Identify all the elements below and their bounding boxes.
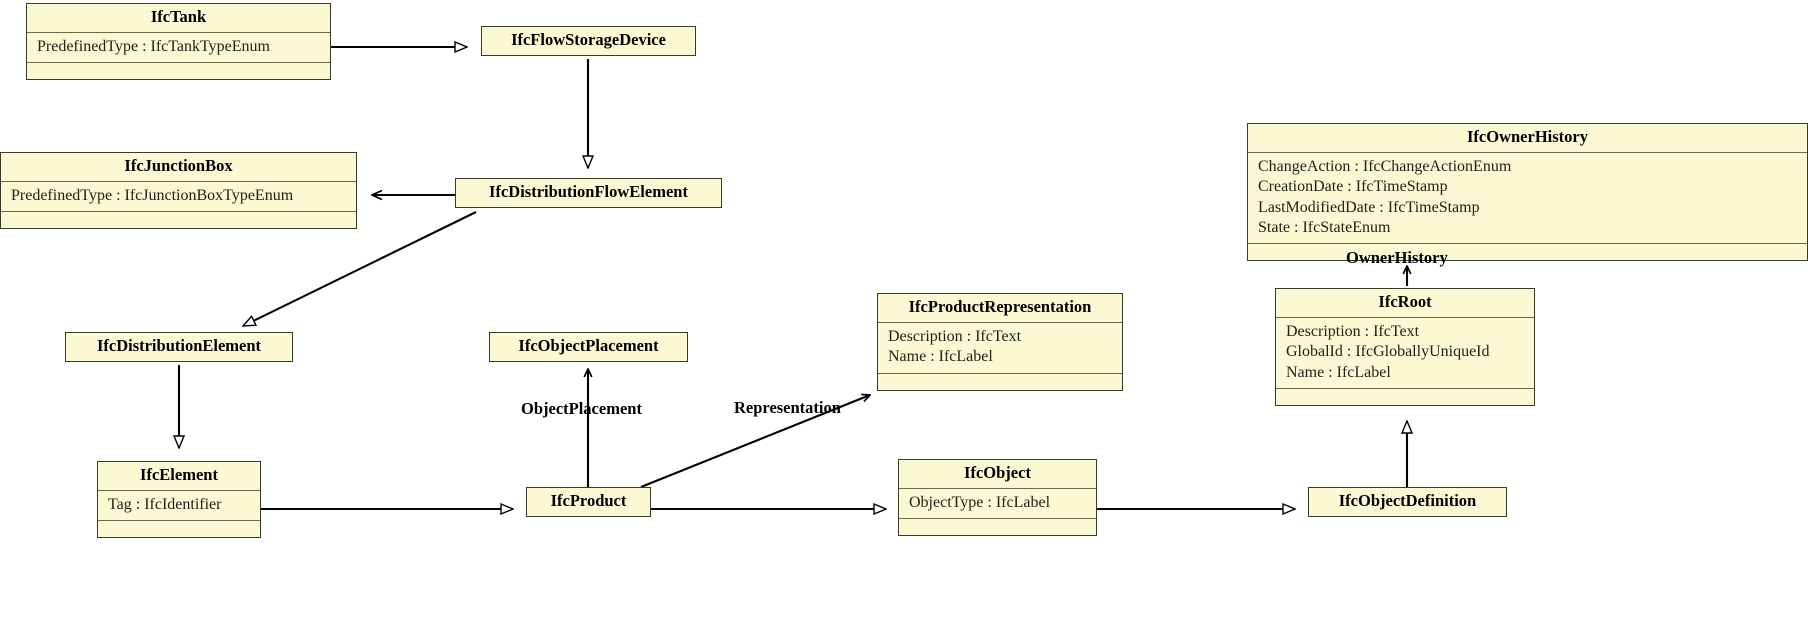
compartment-divider: [878, 372, 1122, 374]
compartment-divider: [98, 520, 260, 522]
attribute-row: PredefinedType : IfcTankTypeEnum: [37, 37, 270, 55]
class-name: IfcOwnerHistory: [1467, 127, 1588, 146]
class-operations: [1248, 244, 1807, 260]
uml-class-ifcobjectplacement[interactable]: IfcObjectPlacement: [489, 332, 688, 362]
compartment-divider: [98, 489, 260, 491]
uml-class-ifcdistributionelement[interactable]: IfcDistributionElement: [65, 332, 293, 362]
uml-class-ifcdistributionflowelement[interactable]: IfcDistributionFlowElement: [455, 178, 722, 208]
class-name: IfcElement: [140, 465, 218, 484]
edge-label-representation: Representation: [734, 398, 841, 417]
class-attributes: ChangeAction : IfcChangeActionEnum Creat…: [1248, 153, 1807, 243]
attribute-row: Name : IfcLabel: [1286, 363, 1391, 381]
attribute-row: PredefinedType : IfcJunctionBoxTypeEnum: [11, 186, 294, 204]
uml-class-ifcelement[interactable]: IfcElement Tag : IfcIdentifier: [97, 461, 261, 539]
uml-class-ifcobjectdefinition[interactable]: IfcObjectDefinition: [1308, 487, 1507, 517]
attribute-row: Description : IfcText: [888, 327, 1022, 345]
class-attributes: Description : IfcText Name : IfcLabel: [878, 323, 1122, 373]
uml-class-ifcjunctionbox[interactable]: IfcJunctionBox PredefinedType : IfcJunct…: [0, 152, 357, 230]
compartment-divider: [27, 31, 330, 33]
class-operations: [1, 212, 356, 228]
class-name: IfcDistributionElement: [96, 336, 262, 355]
compartment-divider: [878, 321, 1122, 323]
edge-label-object-placement: ObjectPlacement: [521, 399, 642, 418]
class-name: IfcTank: [150, 7, 207, 26]
uml-class-ifcflowstoragedevice[interactable]: IfcFlowStorageDevice: [481, 26, 696, 56]
class-name: IfcFlowStorageDevice: [511, 30, 666, 49]
compartment-divider: [1276, 387, 1534, 389]
compartment-divider: [1248, 151, 1807, 153]
attribute-row: ObjectType : IfcLabel: [909, 493, 1051, 511]
attribute-row: Description : IfcText: [1286, 322, 1420, 340]
attribute-row: ChangeAction : IfcChangeActionEnum: [1258, 157, 1512, 175]
compartment-divider: [1248, 243, 1807, 245]
attribute-row: Tag : IfcIdentifier: [108, 495, 222, 513]
class-name: IfcDistributionFlowElement: [489, 182, 688, 201]
class-name: IfcObjectPlacement: [518, 336, 659, 355]
compartment-divider: [27, 62, 330, 64]
uml-class-ifcproductrepresentation[interactable]: IfcProductRepresentation Description : I…: [877, 293, 1123, 391]
uml-class-ifcownerhistory[interactable]: IfcOwnerHistory ChangeAction : IfcChange…: [1247, 123, 1808, 262]
compartment-divider: [899, 487, 1096, 489]
class-name: IfcObjectDefinition: [1338, 491, 1477, 510]
class-operations: [98, 521, 260, 537]
class-attributes: ObjectType : IfcLabel: [899, 489, 1096, 518]
uml-class-ifcproduct[interactable]: IfcProduct: [526, 487, 651, 517]
class-attributes: Tag : IfcIdentifier: [98, 491, 260, 520]
class-attributes: PredefinedType : IfcTankTypeEnum: [27, 33, 330, 62]
class-name: IfcRoot: [1378, 292, 1432, 311]
compartment-divider: [1276, 316, 1534, 318]
compartment-divider: [1, 211, 356, 213]
class-name: IfcProductRepresentation: [908, 297, 1092, 316]
attribute-row: Name : IfcLabel: [888, 348, 993, 366]
class-operations: [899, 519, 1096, 535]
class-operations: [1276, 389, 1534, 405]
class-operations: [878, 374, 1122, 390]
attribute-row: GlobalId : IfcGloballyUniqueId: [1286, 343, 1490, 361]
compartment-divider: [1, 180, 356, 182]
class-attributes: Description : IfcText GlobalId : IfcGlob…: [1276, 318, 1534, 388]
attribute-row: State : IfcStateEnum: [1258, 218, 1391, 236]
class-attributes: PredefinedType : IfcJunctionBoxTypeEnum: [1, 182, 356, 211]
uml-class-ifcroot[interactable]: IfcRoot Description : IfcText GlobalId :…: [1275, 288, 1535, 406]
uml-class-ifcobject[interactable]: IfcObject ObjectType : IfcLabel: [898, 459, 1097, 537]
attribute-row: LastModifiedDate : IfcTimeStamp: [1258, 198, 1480, 216]
class-name: IfcJunctionBox: [124, 156, 233, 175]
uml-class-ifctank[interactable]: IfcTank PredefinedType : IfcTankTypeEnum: [26, 3, 331, 81]
compartment-divider: [899, 518, 1096, 520]
attribute-row: CreationDate : IfcTimeStamp: [1258, 178, 1448, 196]
class-name: IfcObject: [964, 463, 1031, 482]
class-operations: [27, 63, 330, 79]
class-name: IfcProduct: [550, 491, 627, 510]
edge-label-owner-history: OwnerHistory: [1346, 248, 1448, 267]
